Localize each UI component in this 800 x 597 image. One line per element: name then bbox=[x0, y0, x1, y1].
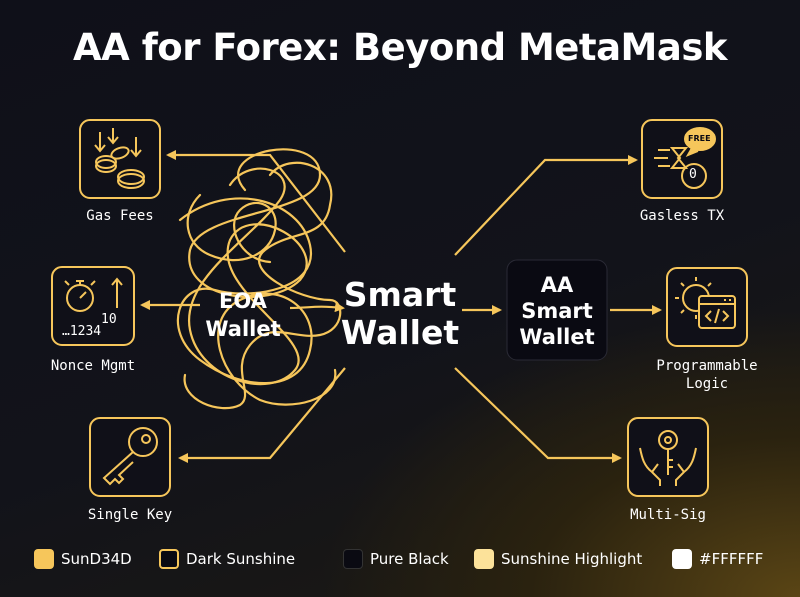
legend-label-white: #FFFFFF bbox=[699, 550, 764, 568]
zero-coin: 0 bbox=[689, 167, 697, 182]
programmable-logic-line1: Programmable bbox=[656, 358, 758, 374]
eoa-line2: Wallet bbox=[205, 317, 281, 341]
nonce-mgmt-box bbox=[51, 266, 135, 346]
nonce-counter-top: 10 bbox=[101, 312, 117, 327]
legend-item-dark-sunshine: Dark Sunshine bbox=[159, 549, 295, 569]
smart-wallet-label: Smart Wallet bbox=[335, 276, 465, 352]
multi-sig-box bbox=[627, 417, 709, 497]
eoa-line1: EOA bbox=[219, 289, 267, 313]
aa-line3: Wallet bbox=[519, 325, 595, 349]
legend-label-pure-black: Pure Black bbox=[370, 550, 449, 568]
aa-smart-wallet-label: AA Smart Wallet bbox=[507, 272, 607, 350]
legend-swatch-pure-black bbox=[343, 549, 363, 569]
nonce-counter-bottom: …1234 bbox=[62, 324, 102, 339]
gas-fees-box bbox=[79, 119, 161, 199]
legend-item-white: #FFFFFF bbox=[672, 549, 763, 569]
programmable-logic-box bbox=[666, 267, 748, 347]
legend-swatch-sunshine-highlight bbox=[474, 549, 494, 569]
legend-label-sund34d: SunD34D bbox=[61, 550, 132, 568]
gas-fees-label: Gas Fees bbox=[86, 208, 154, 224]
eoa-arrows bbox=[140, 150, 346, 463]
nonce-mgmt-label: Nonce Mgmt bbox=[50, 358, 136, 374]
multi-sig-label: Multi-Sig bbox=[630, 507, 706, 523]
free-badge: FREE bbox=[688, 134, 711, 143]
legend-item-pure-black: Pure Black bbox=[343, 549, 449, 569]
legend-swatch-white bbox=[672, 549, 692, 569]
aa-box-rect bbox=[506, 259, 608, 361]
single-key-label: Single Key bbox=[87, 507, 173, 523]
aa-line1: AA bbox=[540, 273, 574, 297]
legend-swatch-dark-sunshine bbox=[159, 549, 179, 569]
legend-item-sund34d: SunD34D bbox=[34, 549, 132, 569]
programmable-logic-label: Programmable Logic bbox=[640, 357, 774, 393]
smart-line1: Smart bbox=[343, 275, 457, 314]
legend-label-dark-sunshine: Dark Sunshine bbox=[186, 550, 296, 568]
aa-line2: Smart bbox=[521, 299, 593, 323]
page-title: AA for Forex: Beyond MetaMask bbox=[73, 26, 727, 69]
programmable-logic-line2: Logic bbox=[685, 376, 729, 392]
gasless-tx-label: Gasless TX bbox=[639, 208, 725, 224]
legend-item-sunshine-highlight: Sunshine Highlight bbox=[474, 549, 642, 569]
single-key-box bbox=[89, 417, 171, 497]
smart-line2: Wallet bbox=[340, 313, 460, 352]
legend-swatch-sund34d bbox=[34, 549, 54, 569]
tangled-scribble bbox=[176, 148, 342, 410]
legend-label-sunshine-highlight: Sunshine Highlight bbox=[501, 550, 643, 568]
gasless-tx-box bbox=[641, 119, 723, 199]
eoa-wallet-label: EOA Wallet bbox=[198, 287, 288, 343]
flow-arrows bbox=[454, 155, 662, 463]
